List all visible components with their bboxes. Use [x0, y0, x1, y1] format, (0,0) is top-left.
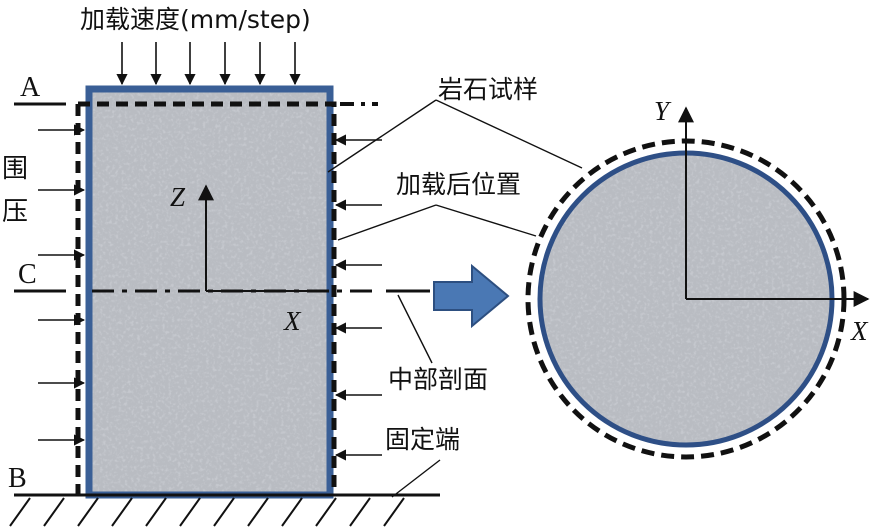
confining-pressure-text: 围 压: [2, 154, 36, 227]
point-a-label: A: [20, 72, 41, 103]
loaded-position-outline: [75, 101, 337, 496]
point-b-label: B: [8, 463, 27, 494]
fixed-end-ground: [9, 493, 440, 527]
loading-rate-label: 加载速度(mm/step): [80, 5, 311, 34]
axis-z-label: Z: [170, 182, 186, 212]
point-c-label: C: [18, 259, 37, 290]
confining-arrows-left: [38, 124, 86, 446]
axis-x-right-label: X: [850, 316, 869, 346]
right-arrow-icon: [433, 263, 510, 329]
axis-x-left-label: X: [283, 306, 302, 336]
loading-arrows-top: [116, 42, 301, 86]
local-axes-left: [198, 184, 316, 292]
confining-pressure-label: 围 压: [2, 154, 36, 227]
section-axes-right: [678, 106, 870, 307]
loaded-position-label: 加载后位置: [396, 170, 521, 199]
leader-lines: [327, 99, 583, 498]
axis-y-label: Y: [654, 96, 672, 126]
confining-arrows-right: [334, 134, 382, 461]
fixed-end-label: 固定端: [385, 425, 460, 454]
mid-section-label: 中部剖面: [388, 365, 488, 394]
rock-sample-label: 岩石试样: [438, 75, 538, 104]
